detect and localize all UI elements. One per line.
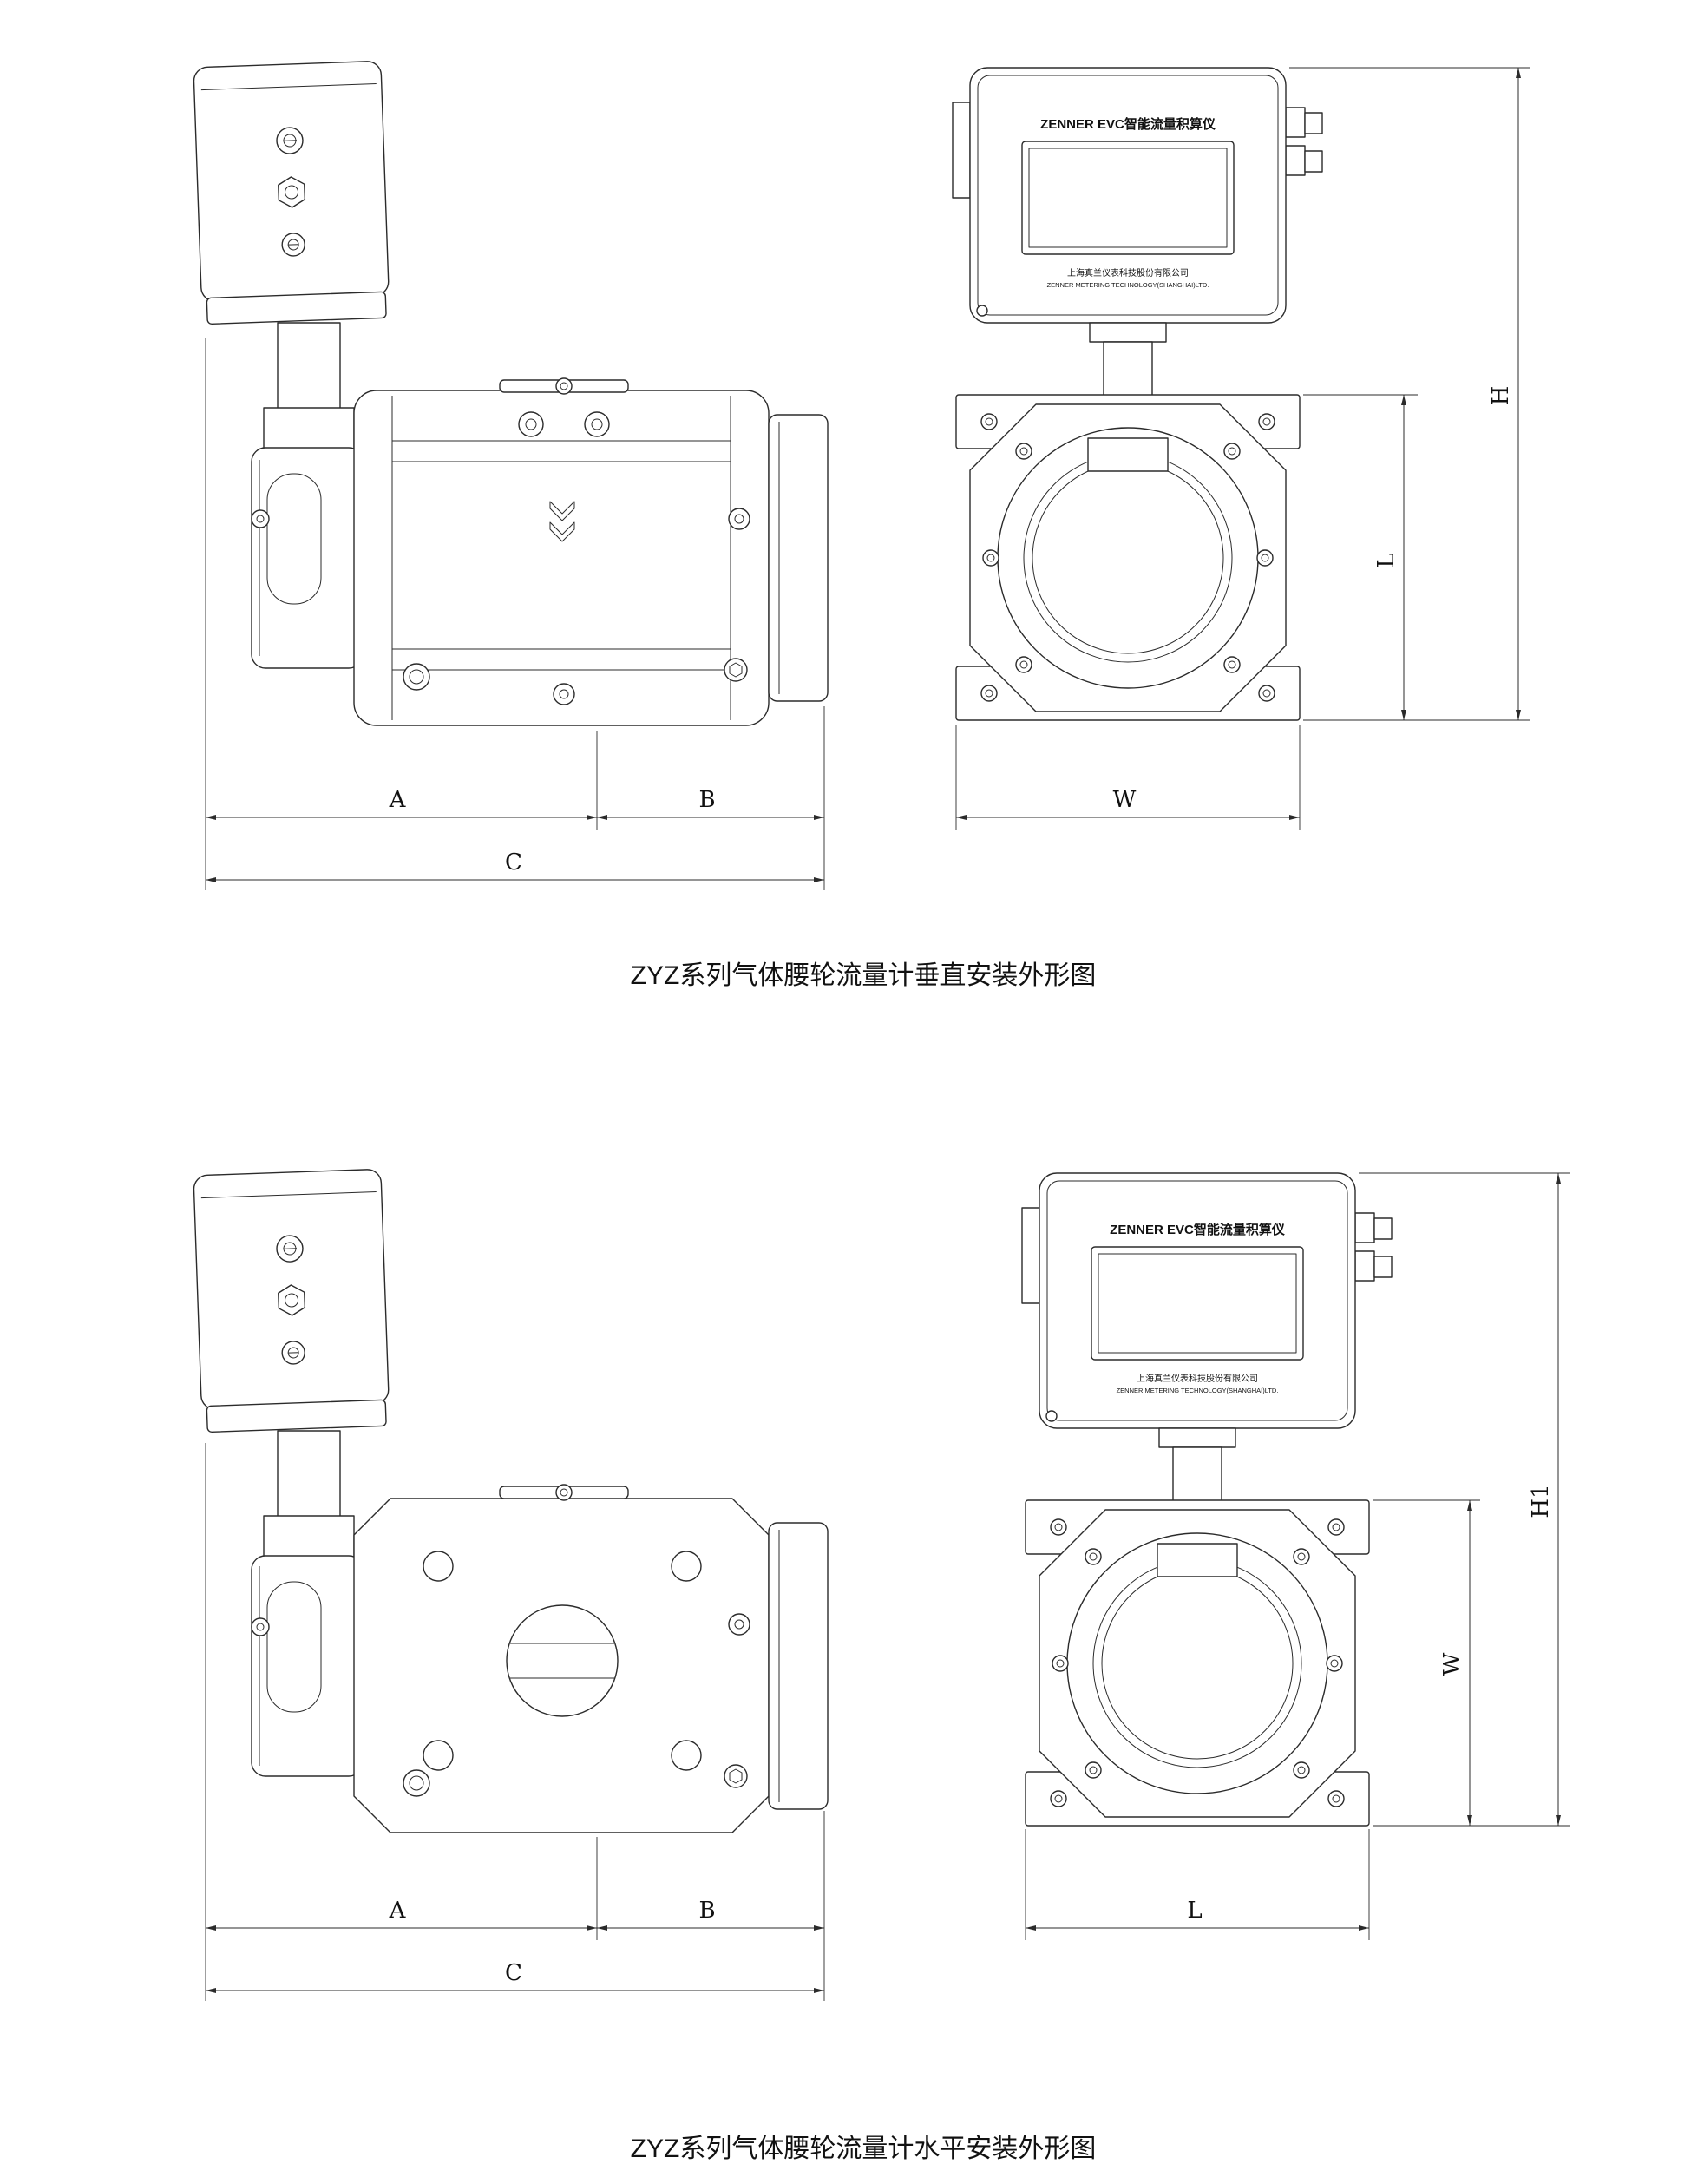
dimension-label-h: H: [1488, 386, 1514, 406]
display-screen: [1091, 1246, 1304, 1361]
meter-body: [353, 377, 770, 726]
pivot-screw-icon: [1045, 1410, 1058, 1422]
horizontal-figure-caption: ZYZ系列气体腰轮流量计水平安装外形图: [631, 2135, 1097, 2163]
dimension-label-a: A: [389, 787, 407, 813]
cable-gland-icon: [1354, 1250, 1375, 1282]
end-cover: [768, 414, 829, 702]
dimension-label-l: L: [1187, 1898, 1202, 1924]
vertical-figure-caption: ZYZ系列气体腰轮流量计垂直安装外形图: [631, 961, 1097, 990]
dimension-label-l: L: [1373, 553, 1399, 567]
cable-gland-icon: [1354, 1212, 1375, 1243]
hex-nut-icon: [278, 1284, 306, 1316]
stem-boss: [1087, 437, 1169, 472]
inlet-block: [251, 1555, 364, 1777]
cable-gland-icon: [1285, 107, 1306, 138]
counter-unit: [193, 1169, 390, 1433]
horizontal-front-view: ZENNER EVC智能流量积算仪 上海真兰仪表科技股份有限公司 ZENNER …: [1021, 1172, 1393, 1827]
stem-boss: [1157, 1543, 1238, 1577]
vertical-left-view: [193, 61, 829, 726]
meter-body: [353, 1484, 770, 1833]
screw-icon: [281, 1341, 305, 1365]
company-name-en: ZENNER METERING TECHNOLOGY(SHANGHAI)LTD.: [1047, 281, 1209, 289]
vertical-front-view: ZENNER EVC智能流量积算仪 上海真兰仪表科技股份有限公司 ZENNER …: [952, 67, 1323, 721]
evc-display-head: ZENNER EVC智能流量积算仪 上海真兰仪表科技股份有限公司 ZENNER …: [1021, 1172, 1393, 1429]
dimension-label-c: C: [505, 849, 522, 876]
evc-display-head: ZENNER EVC智能流量积算仪 上海真兰仪表科技股份有限公司 ZENNER …: [952, 67, 1323, 324]
pivot-screw-icon: [976, 305, 988, 317]
flange-body: [955, 394, 1301, 721]
vertical-dimensions: A B C W L H: [205, 67, 1530, 890]
cable-gland-icon: [1304, 150, 1323, 173]
cable-gland-icon: [1304, 112, 1323, 134]
screw-icon: [276, 127, 304, 154]
dimension-label-w: W: [1439, 1652, 1465, 1676]
end-cover: [768, 1522, 829, 1810]
cable-gland-icon: [1373, 1256, 1393, 1278]
display-brand-label: ZENNER EVC智能流量积算仪: [1110, 1222, 1286, 1237]
horizontal-left-view: [193, 1169, 829, 1833]
hex-nut-icon: [278, 176, 306, 208]
vertical-figure: ZENNER EVC智能流量积算仪 上海真兰仪表科技股份有限公司 ZENNER …: [193, 61, 1530, 990]
dimension-label-a: A: [389, 1898, 407, 1924]
dimension-label-b: B: [698, 787, 715, 813]
company-name-cn: 上海真兰仪表科技股份有限公司: [1137, 1373, 1258, 1384]
cable-gland-icon: [1373, 1217, 1393, 1240]
horizontal-dimensions: A B C L W H1: [205, 1172, 1570, 2001]
screw-icon: [281, 233, 305, 257]
dimension-label-c: C: [505, 1960, 522, 1986]
company-name-cn: 上海真兰仪表科技股份有限公司: [1067, 267, 1189, 279]
company-name-en: ZENNER METERING TECHNOLOGY(SHANGHAI)LTD.: [1117, 1387, 1279, 1394]
cable-gland-icon: [1285, 145, 1306, 176]
inlet-block: [251, 447, 364, 669]
counter-stem: [263, 1430, 355, 1562]
counter-unit: [193, 61, 390, 325]
screw-icon: [276, 1235, 304, 1263]
counter-stem: [263, 322, 355, 454]
hinge-tab: [1021, 1207, 1040, 1304]
dimension-label-h1: H1: [1528, 1484, 1554, 1518]
flange-body: [1025, 1499, 1370, 1827]
horizontal-figure: ZENNER EVC智能流量积算仪 上海真兰仪表科技股份有限公司 ZENNER …: [193, 1169, 1570, 2163]
flow-port: [506, 1604, 619, 1717]
display-brand-label: ZENNER EVC智能流量积算仪: [1040, 116, 1216, 132]
display-screen: [1021, 141, 1235, 255]
hinge-tab: [952, 102, 971, 199]
dimension-label-w: W: [1113, 787, 1137, 813]
dimension-label-b: B: [698, 1898, 715, 1924]
flow-direction-arrow-icon: [549, 501, 575, 542]
